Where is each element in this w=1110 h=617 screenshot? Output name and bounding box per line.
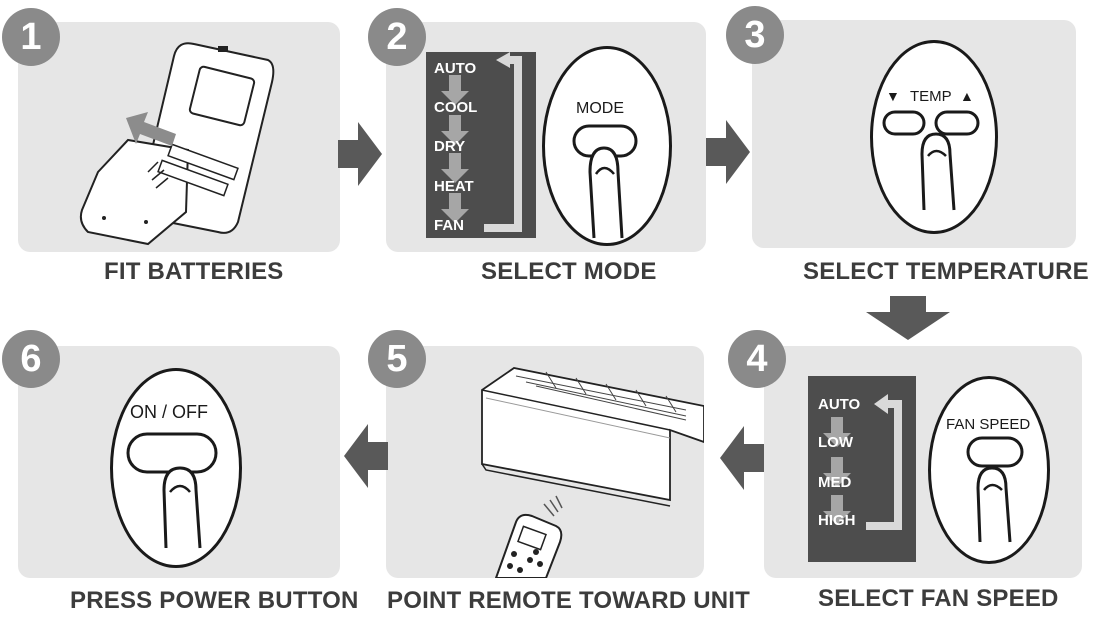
step-3-badge: 3	[726, 6, 784, 64]
fan-item-med: MED	[818, 474, 852, 491]
step-4-panel: AUTO LOW MED HIGH FAN SPEED	[764, 346, 1082, 578]
fan-item-high: HIGH	[818, 512, 856, 529]
step-5-panel	[386, 346, 704, 578]
temp-down-icon: ▼	[886, 88, 900, 104]
fan-button-with-finger	[966, 436, 1024, 543]
fan-item-auto: AUTO	[818, 396, 861, 413]
step-1-badge: 1	[2, 8, 60, 66]
mode-item-heat: HEAT	[434, 178, 474, 195]
step-6-badge: 6	[2, 330, 60, 388]
step-4-caption: SELECT FAN SPEED	[818, 585, 1059, 612]
flow-arrow-right-2	[706, 120, 750, 184]
power-button-label: ON / OFF	[130, 402, 208, 422]
step-5-caption: POINT REMOTE TOWARD UNIT	[387, 587, 751, 614]
step-2-badge: 2	[368, 8, 426, 66]
step-6-caption: PRESS POWER BUTTON	[70, 587, 359, 614]
step-1-panel	[18, 22, 340, 252]
temp-up-icon: ▲	[960, 88, 974, 104]
mode-cycle-arrow	[441, 52, 522, 232]
fan-item-low: LOW	[818, 434, 853, 451]
indoor-unit-illustration	[481, 367, 704, 578]
mode-item-cool: COOL	[434, 99, 478, 116]
mode-item-dry: DRY	[434, 138, 466, 155]
flow-arrow-left-2	[344, 424, 388, 488]
pointing-finger-icon	[162, 466, 202, 549]
mode-button-with-finger	[572, 124, 638, 239]
flow-arrow-left-1	[720, 426, 764, 490]
fan-cycle-arrow	[823, 394, 902, 530]
pointing-finger-icon	[920, 132, 956, 211]
mode-item-auto: AUTO	[434, 60, 477, 77]
remote-battery-illustration	[79, 42, 275, 246]
step-3-caption: SELECT TEMPERATURE	[803, 258, 1089, 285]
fan-speed-list-box: AUTO LOW MED HIGH	[808, 376, 916, 562]
mode-item-fan: FAN	[434, 217, 464, 234]
step-1-caption: FIT BATTERIES	[104, 258, 284, 285]
step-6-panel: ON / OFF	[18, 346, 340, 578]
pointing-finger-icon	[976, 466, 1012, 543]
step-2-panel: AUTO COOL DRY HEAT FAN MODE	[386, 22, 706, 252]
step-2-caption: SELECT MODE	[481, 258, 657, 285]
power-button-with-finger	[126, 432, 218, 549]
temp-buttons-with-finger	[882, 110, 980, 211]
mode-button-label: MODE	[576, 100, 624, 117]
step-4-badge: 4	[728, 330, 786, 388]
mode-list-box: AUTO COOL DRY HEAT FAN	[426, 52, 536, 238]
fan-button-label: FAN SPEED	[946, 416, 1031, 433]
pointing-finger-icon	[588, 146, 624, 239]
flow-arrow-right-1	[338, 122, 382, 186]
temp-label: TEMP	[910, 88, 952, 105]
step-3-panel: ▼ TEMP ▲	[752, 20, 1076, 248]
flow-arrow-down	[866, 296, 950, 340]
step-5-badge: 5	[368, 330, 426, 388]
